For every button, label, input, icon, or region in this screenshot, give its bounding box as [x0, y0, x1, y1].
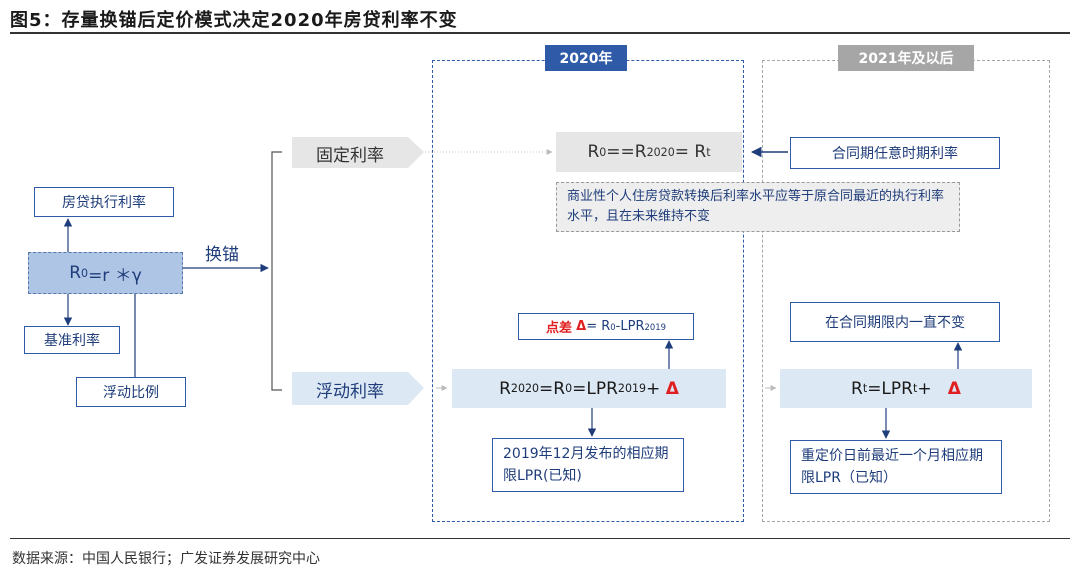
contract-rate-box: 合同期任意时期利率: [790, 137, 1000, 169]
fx-b-sub: 2020: [646, 145, 675, 159]
f20-d: +: [646, 378, 666, 399]
spread-eq: = R: [586, 319, 611, 334]
title-rule: [10, 32, 1070, 34]
r0-r: R: [69, 263, 82, 283]
reprice-box: 重定价日前最近一个月相应期限LPR（已知）: [790, 440, 1002, 494]
f21-delta: Δ: [947, 378, 961, 399]
spread-sub0: 0: [610, 321, 616, 332]
f21-b-sub: t: [912, 382, 918, 395]
f20-a-sub: 2020: [510, 382, 540, 395]
f20-c-sub: 2019: [617, 382, 647, 395]
r0-sub: 0: [81, 266, 89, 280]
f20-b-sub: 0: [565, 382, 573, 395]
fx-a-sub: 0: [599, 145, 607, 159]
f20-c: =LPR: [572, 378, 618, 399]
tag-2021: 2021年及以后: [838, 45, 974, 71]
spread-sub1: 2019: [644, 321, 666, 332]
page-title: 图5：存量换锚后定价模式决定2020年房贷利率不变: [10, 10, 458, 31]
float-ratio-box: 浮动比例: [76, 377, 186, 407]
source-note: 数据来源：中国人民银行；广发证券发展研究中心: [12, 551, 320, 567]
footer-rule: [10, 538, 1070, 539]
anchor-label: 换锚: [205, 245, 239, 265]
fixed-rate-shape: [292, 137, 424, 168]
floating-rate-label: 浮动利率: [316, 382, 384, 402]
fx-c-sub: t: [706, 145, 711, 159]
tag-2020: 2020年: [545, 45, 627, 71]
f20-a: R: [499, 378, 511, 399]
spread-mid: -LPR: [615, 319, 645, 334]
unchanged-box: 在合同期限内一直不变: [790, 302, 1000, 342]
mortgage-rate-box: 房贷执行利率: [34, 187, 174, 217]
f20-b: =R: [539, 378, 566, 399]
f21-c: +: [917, 378, 937, 399]
fx-c: = R: [674, 142, 707, 162]
f21-a: R: [851, 378, 863, 399]
base-rate-box: 基准利率: [24, 326, 120, 354]
f21-b: =LPR: [867, 378, 913, 399]
r0-rest: =r ＊γ: [88, 265, 142, 286]
lpr-2019-box: 2019年12月发布的相应期限LPR(已知): [492, 438, 684, 492]
fx-b: ==R: [606, 142, 647, 162]
spread-prefix: 点差: [546, 321, 573, 336]
f21-a-sub: t: [862, 382, 868, 395]
f20-delta: Δ: [665, 378, 679, 399]
floating-rate-shape: [292, 372, 424, 405]
fx-a: R: [587, 142, 600, 162]
spread-delta: Δ: [576, 319, 587, 334]
fixed-note: 商业性个人住房贷款转换后利率水平应等于原合同最近的执行利率水平，且在未来维持不变: [556, 182, 960, 232]
fixed-rate-label: 固定利率: [316, 146, 384, 166]
